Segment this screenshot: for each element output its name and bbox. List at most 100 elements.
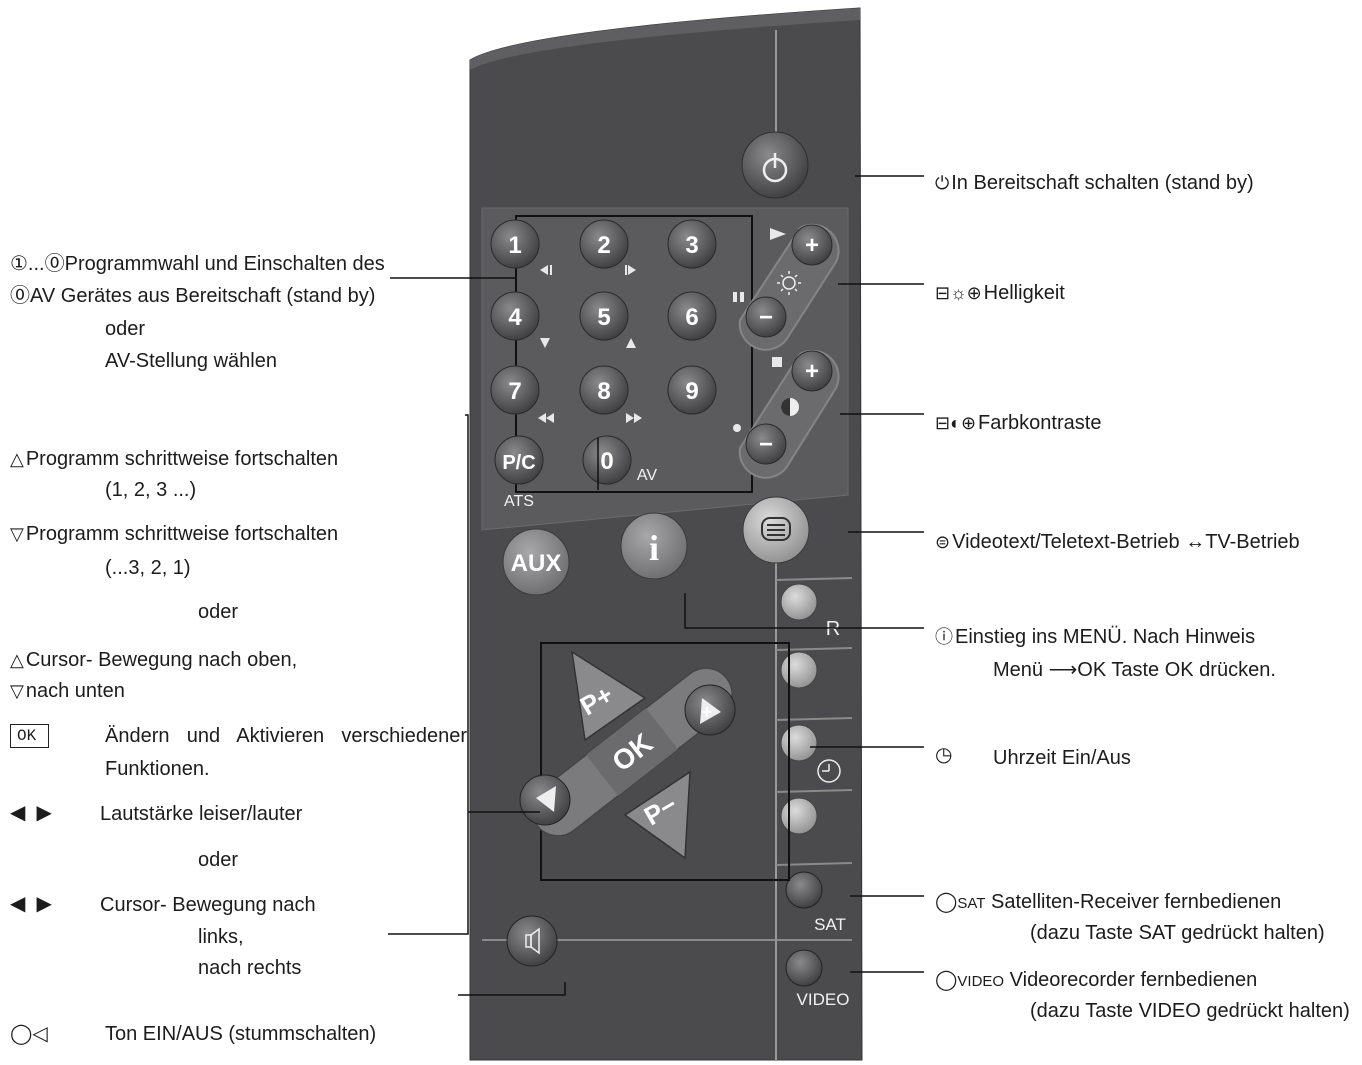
ok-key-icon: OK: [10, 724, 50, 748]
digit-label: 6: [685, 304, 698, 331]
step-up-seq: (1, 2, 3 ...): [105, 479, 197, 501]
sat-label-row: ◯SAT Satelliten-Receiver fernbedienen: [935, 890, 1281, 916]
aux-button[interactable]: AUX: [502, 528, 570, 596]
contrast-minus-button[interactable]: [745, 423, 787, 465]
program-select-label: ①...⓪Programmwahl und Einschalten des: [10, 252, 385, 276]
clock-icon: ◷: [935, 744, 953, 766]
ats-label: ATS: [504, 493, 534, 510]
digit-label: 2: [597, 232, 610, 259]
brightness-plus-button[interactable]: [791, 224, 833, 266]
teletext-button[interactable]: [742, 496, 810, 564]
ok-button[interactable]: [586, 708, 678, 796]
sat-button[interactable]: SAT: [785, 871, 846, 934]
av-setting-text: AV-Stellung wählen: [105, 350, 277, 372]
video-button[interactable]: VIDEO: [785, 949, 850, 1009]
menu-text-2: Menü ⟶OK Taste OK drücken.: [993, 659, 1276, 681]
standby-label: ⏻In Bereitschaft schalten (stand by): [935, 171, 1254, 195]
contrast-icon: ⊟◐⊕: [935, 413, 977, 433]
contrast-text: Farbkontraste: [978, 412, 1102, 434]
brightness-label: ⊟☼⊕Helligkeit: [935, 281, 1065, 305]
yellow-color-button[interactable]: [780, 724, 818, 762]
clock-text: Uhrzeit Ein/Aus: [993, 747, 1131, 769]
digit-label: 4: [508, 304, 522, 331]
r-label: R: [826, 618, 840, 640]
cursor-lr-icons: ◀ ▶: [10, 892, 52, 916]
digit-button-9[interactable]: 9: [667, 365, 717, 415]
red-color-button[interactable]: [780, 583, 818, 621]
cursor-down-label: ▽nach unten: [10, 679, 125, 703]
digit-button-6[interactable]: 6: [667, 291, 717, 341]
video-prefix: VIDEO: [957, 973, 1005, 990]
digit-label: 0: [600, 448, 613, 475]
cursor-lr-line3: nach rechts: [198, 957, 302, 979]
mute-button[interactable]: [506, 915, 558, 967]
program-down-icon: ▽: [10, 681, 24, 701]
digit-button-2[interactable]: 2: [579, 219, 629, 269]
sat-text-2: (dazu Taste SAT gedrückt halten): [1030, 922, 1325, 944]
right-arrow-icon: ▶: [36, 802, 52, 824]
teletext-icon: [761, 517, 791, 541]
digit-button-8[interactable]: 8: [579, 365, 629, 415]
digit-button-4[interactable]: 4: [490, 291, 540, 341]
blue-color-button[interactable]: [780, 797, 818, 835]
program-up-button[interactable]: P+: [571, 650, 647, 742]
program-select-line2: Gerätes aus Bereitschaft (stand by): [60, 285, 376, 307]
contrast-label: ⊟◐⊕Farbkontraste: [935, 411, 1101, 435]
standby-button[interactable]: [741, 131, 809, 199]
info-icon: i: [649, 528, 659, 568]
digit-button-7[interactable]: 7: [490, 365, 540, 415]
program-down-icon: ▽: [10, 524, 24, 544]
ok-desc-line1: Ändern und Aktivieren verschiedener: [105, 725, 467, 747]
power-icon: ⏻: [935, 173, 950, 193]
info-button[interactable]: i: [620, 512, 688, 580]
contrast-icon: [781, 398, 799, 416]
pc-label: P/C: [502, 452, 535, 474]
digit-button-0[interactable]: 0: [582, 435, 632, 485]
digit-label: 9: [685, 378, 698, 405]
circle-icon: ◯: [935, 969, 958, 991]
pc-button[interactable]: P/C: [494, 435, 544, 485]
right-arrow-icon: ▶: [36, 893, 52, 915]
cursor-cluster: OK + P+ P−: [519, 650, 736, 860]
digit-button-1[interactable]: 1: [490, 219, 540, 269]
volume-text: Lautstärke leiser/lauter: [100, 803, 303, 825]
step-down-text: Programm schrittweise fortschalten: [25, 523, 339, 545]
av-prefix: ⓪AV: [10, 285, 56, 307]
sat-text-1: Satelliten-Receiver fernbedienen: [991, 891, 1282, 913]
keypad-frame: [515, 215, 753, 493]
brightness-rocker[interactable]: + −: [738, 223, 840, 351]
left-arrow-icon: ◀: [10, 802, 26, 824]
contrast-plus-button[interactable]: [791, 350, 833, 392]
program-down-button[interactable]: P−: [623, 770, 691, 860]
contrast-rocker[interactable]: + −: [738, 349, 840, 479]
digit-label: 5: [597, 304, 610, 331]
step-up-label: △Programm schrittweise fortschalten: [10, 447, 338, 471]
av-label: AV: [637, 467, 657, 484]
or-text: oder: [198, 601, 239, 623]
program-select-line1: Programmwahl und Einschalten des: [64, 253, 385, 275]
brightness-minus-button[interactable]: [745, 296, 787, 338]
volume-up-button[interactable]: +: [684, 684, 736, 736]
sat-prefix: SAT: [957, 895, 986, 912]
digit-buttons: 1 2 3 4 5 6 7 8 9 P/C 0 ATS AV: [490, 219, 717, 510]
video-label: VIDEO: [797, 990, 850, 1009]
digit-button-5[interactable]: 5: [579, 291, 629, 341]
sat-label: SAT: [814, 915, 846, 934]
volume-down-button[interactable]: [519, 774, 571, 826]
green-color-button[interactable]: [780, 651, 818, 689]
cursor-down-text: nach unten: [25, 680, 125, 702]
plus-label: +: [702, 702, 713, 722]
digit-label: 3: [685, 232, 698, 259]
minus-label: −: [759, 304, 773, 331]
teletext-label: ⊜Videotext/Teletext-Betrieb ↔TV-Betrieb: [935, 530, 1300, 554]
speaker-icon: [525, 927, 540, 955]
cursor-up-label: △Cursor- Bewegung nach oben,: [10, 648, 297, 672]
cursor-frame: [540, 642, 790, 881]
digit-button-3[interactable]: 3: [667, 219, 717, 269]
teletext-text: Videotext/Teletext-Betrieb ↔TV-Betrieb: [952, 531, 1300, 553]
sun-icon: [777, 271, 801, 295]
cursor-lr-line1: Cursor- Bewegung nach: [100, 894, 316, 916]
plus-label: +: [805, 358, 819, 385]
step-up-text: Programm schrittweise fortschalten: [25, 448, 339, 470]
